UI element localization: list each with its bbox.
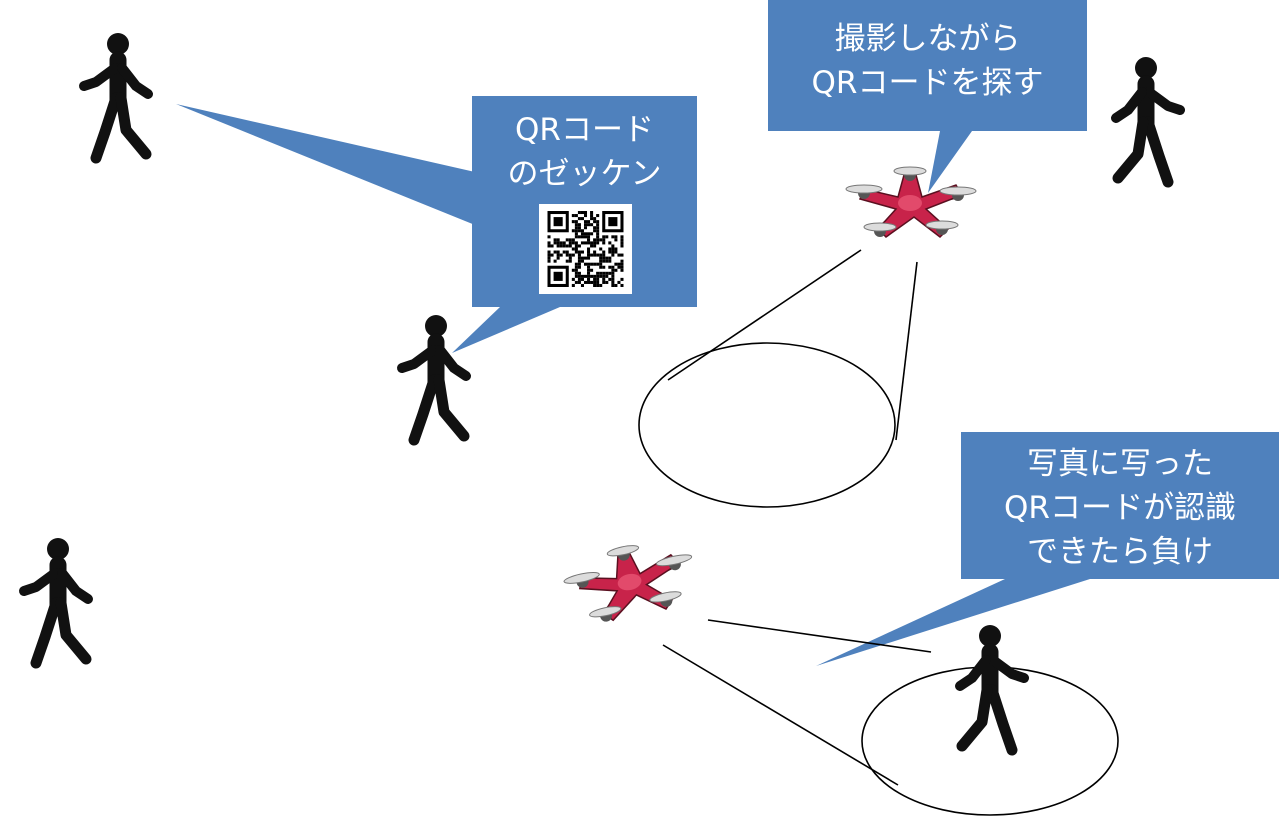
callout-tail-bib-upper [176, 104, 475, 225]
callout-lose-condition: 写真に写った QRコードが認識 できたら負け [961, 432, 1279, 579]
callout-drone-line-2: QRコードを探す [811, 65, 1044, 101]
camera-view-upper [638, 249, 918, 508]
callout-lose-line-1: 写真に写った [1027, 446, 1213, 482]
camera-view-lower [662, 619, 1119, 816]
walking-person-icon [960, 625, 1024, 750]
quadcopter-drone-icon [559, 533, 701, 628]
callout-qr-bib: QRコード のゼッケン [472, 96, 697, 307]
callout-tail-drone [928, 131, 972, 193]
walking-person-icon [402, 315, 466, 440]
walking-person-icon [1116, 57, 1180, 182]
callout-tail-bib-lower [452, 307, 560, 353]
qr-code-icon [539, 204, 632, 294]
callout-lose-line-2: QRコードが認識 [1004, 490, 1236, 526]
callout-drone-search: 撮影しながら QRコードを探す [768, 0, 1087, 131]
quadcopter-drone-icon [846, 167, 976, 237]
callout-bib-line-2: のゼッケン [507, 156, 662, 192]
callout-tail-lose [816, 579, 1090, 666]
callout-bib-line-1: QRコード [515, 112, 654, 148]
walking-person-icon [84, 33, 148, 158]
walking-person-icon [24, 538, 88, 663]
callout-drone-line-1: 撮影しながら [834, 21, 1021, 57]
callout-lose-line-3: できたら負け [1027, 534, 1213, 570]
